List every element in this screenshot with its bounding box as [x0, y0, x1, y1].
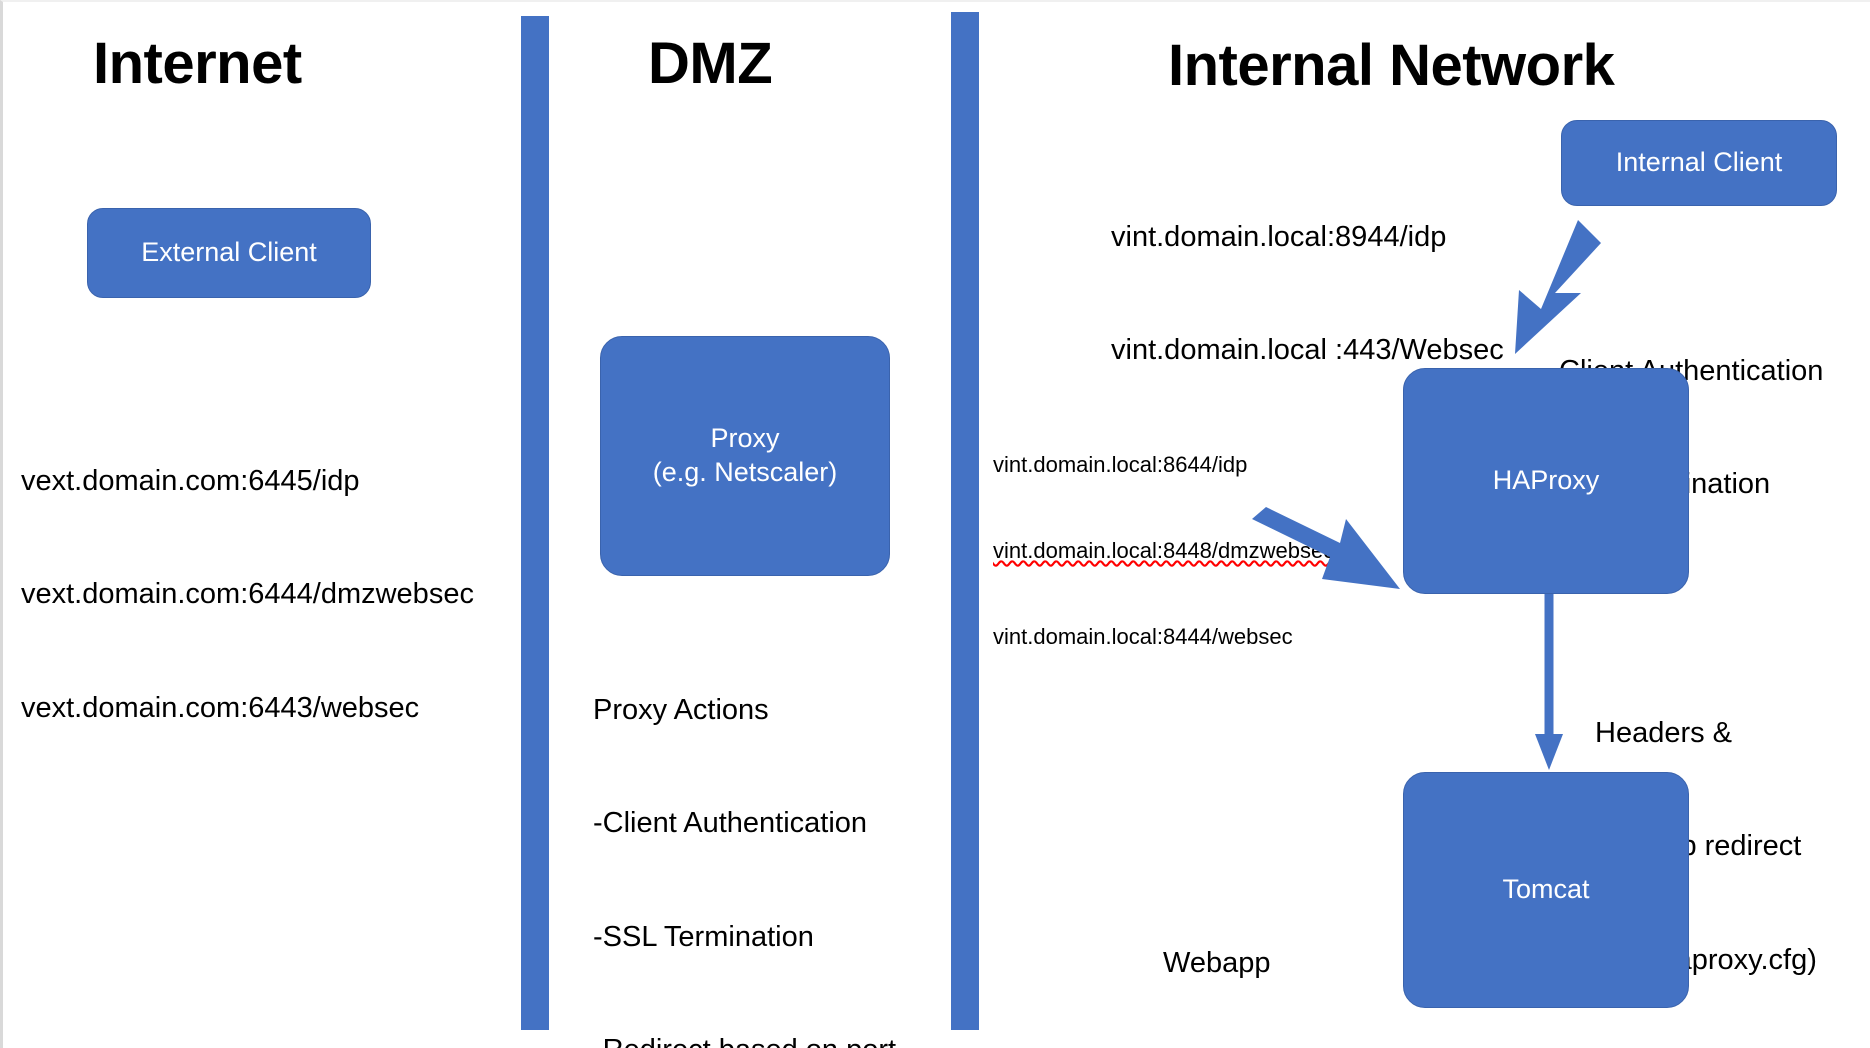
node-internal-client[interactable]: Internal Client	[1561, 120, 1837, 206]
zone-divider-dmz-internal	[951, 12, 979, 1030]
annotation-headers: Headers &	[1595, 717, 1733, 750]
zone-title-dmz: DMZ	[648, 31, 773, 96]
node-haproxy[interactable]: HAProxy	[1403, 368, 1689, 594]
haproxy-frontend-endpoint-websec: vint.domain.local:8444/websec	[993, 623, 1293, 649]
internal-client-endpoint-websec: vint.domain.local :443/Websec	[1111, 334, 1504, 367]
node-external-client-label: External Client	[141, 237, 317, 268]
haproxy-frontend-endpoints-list: vint.domain.local:8644/idp vint.domain.l…	[993, 394, 1334, 709]
node-tomcat-label: Tomcat	[1502, 874, 1590, 905]
node-external-client[interactable]: External Client	[87, 208, 371, 298]
zone-title-internal-network: Internal Network	[1168, 33, 1615, 98]
proxy-actions-list: Proxy Actions -Client Authentication -SS…	[593, 617, 896, 1048]
node-tomcat[interactable]: Tomcat	[1403, 772, 1689, 1008]
node-internal-client-label: Internal Client	[1615, 147, 1783, 178]
proxy-action-redirect-based-on-port: -Redirect based on port	[593, 1032, 896, 1048]
haproxy-frontend-endpoint-idp: vint.domain.local:8644/idp	[993, 452, 1248, 478]
node-haproxy-label: HAProxy	[1492, 465, 1600, 496]
node-proxy[interactable]: Proxy (e.g. Netscaler)	[600, 336, 890, 576]
zone-divider-internet-dmz	[521, 16, 549, 1030]
node-proxy-label-line1: Proxy	[710, 423, 780, 454]
zone-title-internet: Internet	[93, 31, 302, 96]
external-endpoint-websec: vext.domain.com:6443/websec	[21, 691, 420, 724]
node-proxy-label-line2: (e.g. Netscaler)	[652, 457, 838, 487]
external-endpoint-idp: vext.domain.com:6445/idp	[21, 465, 360, 498]
proxy-action-client-authentication: -Client Authentication	[593, 807, 868, 840]
external-endpoint-dmzwebsec: vext.domain.com:6444/dmzwebsec	[21, 578, 474, 611]
haproxy-frontend-endpoint-dmzwebsec: vint.domain.local:8448/dmzwebsec	[993, 537, 1335, 563]
annotation-tomcat-config: Webapp configuration (See server.xml)	[1163, 870, 1374, 1048]
proxy-actions-heading: Proxy Actions	[593, 694, 769, 727]
internal-client-endpoint-idp: vint.domain.local:8944/idp	[1111, 221, 1447, 254]
arrow-internal-client-to-haproxy	[1515, 220, 1601, 354]
arrow-haproxy-to-tomcat	[1535, 594, 1563, 770]
proxy-action-ssl-termination: -SSL Termination	[593, 920, 814, 953]
annotation-webapp: Webapp	[1163, 947, 1271, 980]
internal-client-endpoints-list: vint.domain.local:8944/idp vint.domain.l…	[1111, 144, 1504, 446]
arrow-frontend-to-haproxy	[1252, 507, 1400, 589]
external-endpoints-list: vext.domain.com:6445/idp vext.domain.com…	[21, 388, 474, 803]
